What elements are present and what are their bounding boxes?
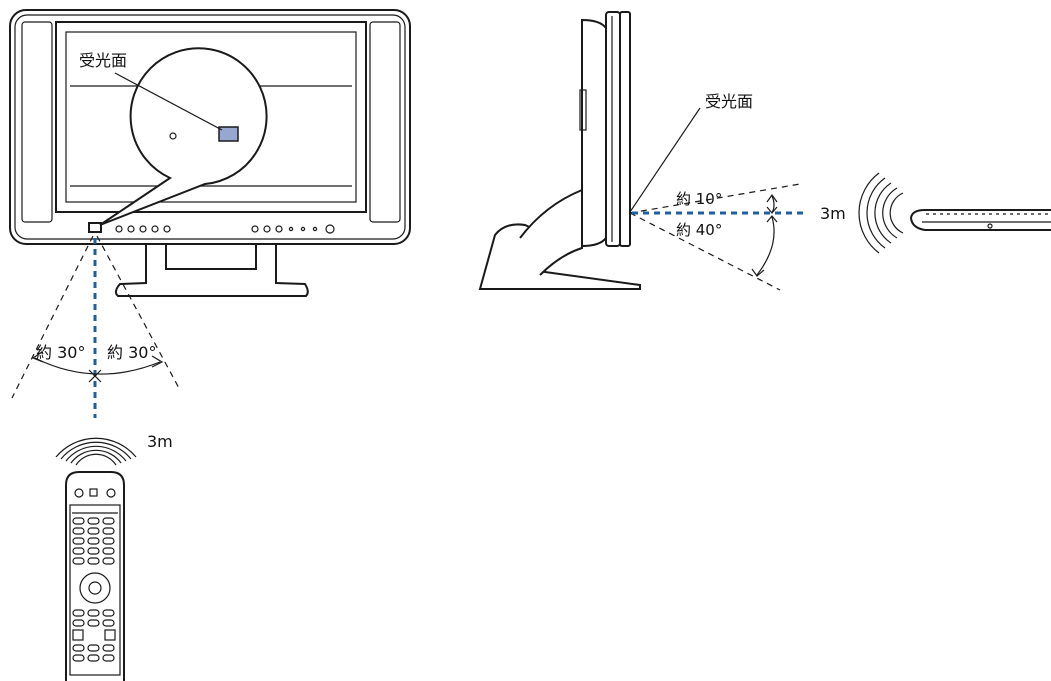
front-panel-buttons	[88, 222, 335, 234]
sensor-window	[218, 126, 239, 142]
side-distance-label: 3m	[820, 204, 846, 223]
front-distance-label: 3m	[147, 432, 173, 451]
front-sensor-label: 受光面	[79, 51, 127, 70]
remote-lower-keys	[72, 609, 116, 662]
front-remote-control	[65, 471, 125, 681]
front-range-lines	[11, 235, 181, 418]
front-signal-waves	[55, 437, 137, 466]
side-tv-monitor	[478, 11, 641, 290]
front-angle-left-label: 約 30°	[36, 343, 85, 362]
side-sensor-leader-line	[629, 107, 701, 213]
front-sensor-leader-line	[114, 72, 223, 131]
remote-dpad	[79, 572, 111, 604]
remote-number-keys	[72, 517, 115, 565]
front-angle-right-label: 約 30°	[107, 343, 156, 362]
side-signal-waves	[858, 172, 904, 254]
side-range-lines	[629, 183, 808, 291]
side-sensor-label: 受光面	[705, 92, 753, 111]
side-remote-control	[909, 209, 1051, 231]
side-angle-down-label: 約 40°	[676, 221, 722, 239]
sensor-magnifier-callout	[99, 47, 268, 226]
side-angle-up-label: 約 10°	[676, 190, 722, 208]
